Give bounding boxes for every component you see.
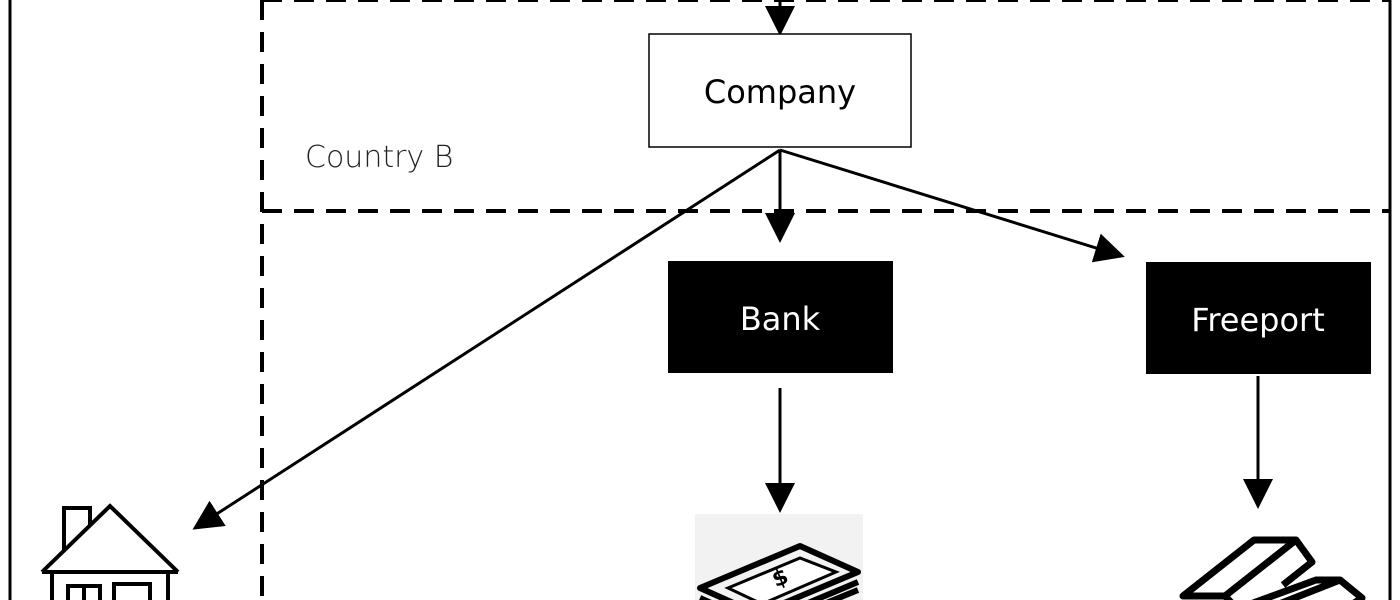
gold-bars-icon: [1179, 536, 1366, 600]
arrow-company-to-freeport: [779, 148, 1125, 263]
freeport-node: Freeport: [1146, 262, 1371, 374]
company-label: Company: [704, 73, 856, 111]
country-b-label: Country B: [305, 140, 453, 175]
house-icon: [40, 503, 180, 600]
company-node: Company: [648, 33, 912, 148]
money-stack-icon: $: [695, 514, 863, 600]
freeport-label: Freeport: [1191, 301, 1325, 339]
bank-label: Bank: [740, 300, 821, 338]
arrow-company-to-house: [192, 148, 781, 530]
bank-node: Bank: [668, 261, 893, 373]
